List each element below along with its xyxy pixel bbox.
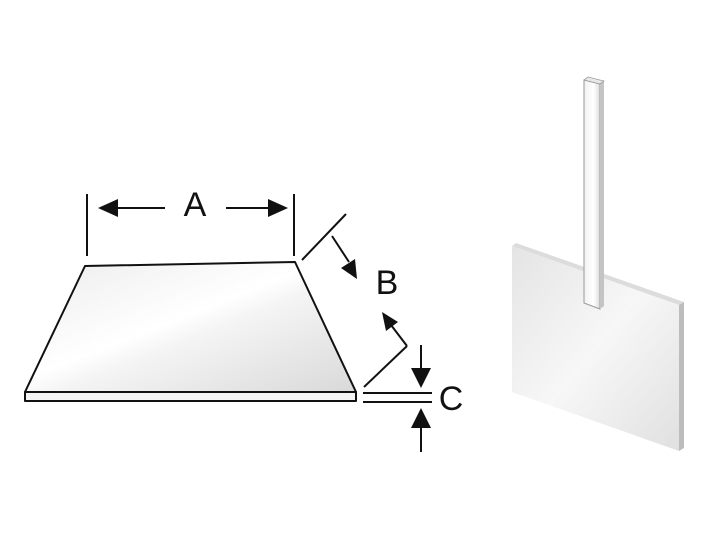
dimension-a: A [86,186,295,256]
dimension-c: C [363,345,463,452]
arrowhead-left-icon [98,199,118,217]
dimension-label-b: B [376,264,399,302]
plate-3d-side-edge [679,302,684,451]
arrowhead-right-icon [268,199,288,217]
flat-plate-sample [24,261,357,402]
arrowhead-up-left-icon [382,312,398,331]
dimension-b: B [301,213,408,388]
dimension-b-line-lower-tail [390,324,408,347]
extension-line-top [301,213,347,261]
tab-front-face [583,79,601,310]
dimension-b-line-lower [363,345,408,388]
dimension-b-line-upper [331,235,350,263]
plate-3d-front-face [512,246,679,451]
tab-side-edge [600,81,604,309]
plate-top-face [24,261,357,393]
dimension-label-a: A [184,186,207,224]
tab-top-edge [583,76,605,85]
dimension-label-c: C [439,380,464,418]
arrowhead-down-icon [411,368,431,388]
arrowhead-down-right-icon [341,259,357,279]
arrowhead-up-icon [411,408,431,428]
tabbed-plate-sample [512,76,684,451]
plate-edge-thickness [24,391,357,402]
